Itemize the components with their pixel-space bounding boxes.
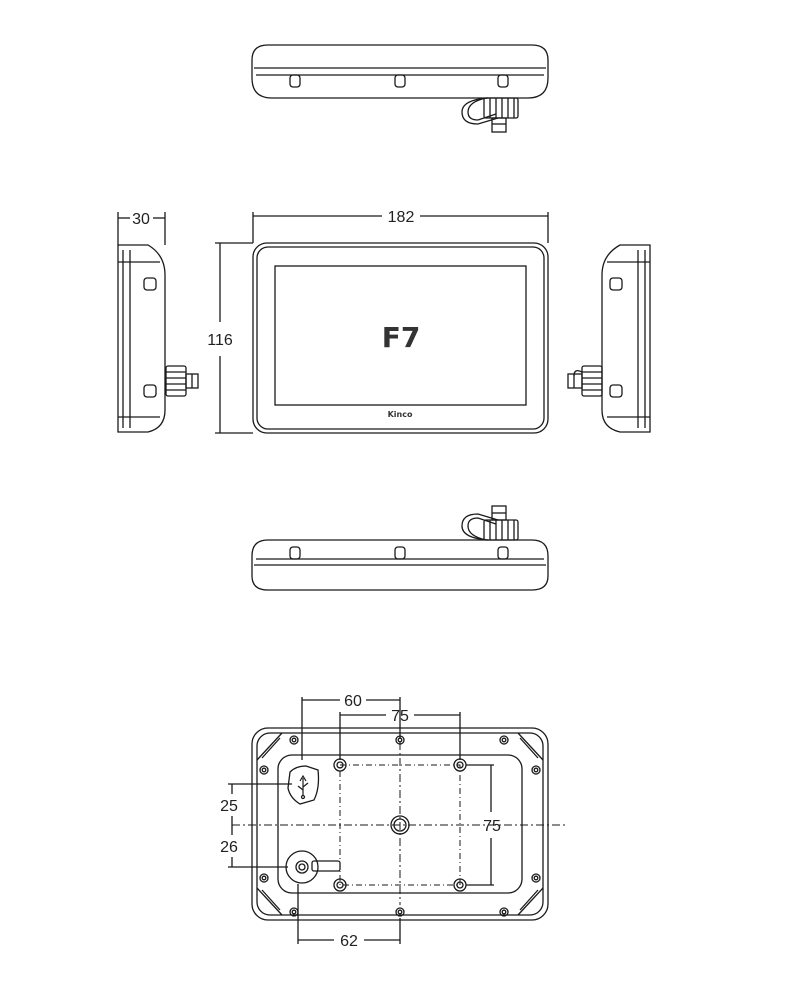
dimension-depth: 30 xyxy=(132,211,150,228)
right-side-view xyxy=(567,244,651,433)
model-label: F7 xyxy=(382,321,421,354)
dimension-usb-offset: 25 xyxy=(220,798,238,815)
left-side-view xyxy=(117,212,199,433)
dimension-width: 182 xyxy=(388,209,415,226)
brand-logo: Kinco xyxy=(388,410,413,419)
dimension-connector-horizontal: 62 xyxy=(340,933,358,950)
rear-view xyxy=(228,697,566,944)
usb-icon xyxy=(297,774,309,800)
dimension-mount-vertical: 75 xyxy=(483,818,501,835)
dimension-hole-spacing: 60 xyxy=(344,693,362,710)
dimension-mount-horizontal: 75 xyxy=(391,708,409,725)
front-view xyxy=(215,212,549,434)
dimension-height: 116 xyxy=(207,332,233,349)
dimension-connector-offset: 26 xyxy=(220,839,238,856)
bottom-view xyxy=(251,505,549,591)
top-view xyxy=(251,44,549,133)
